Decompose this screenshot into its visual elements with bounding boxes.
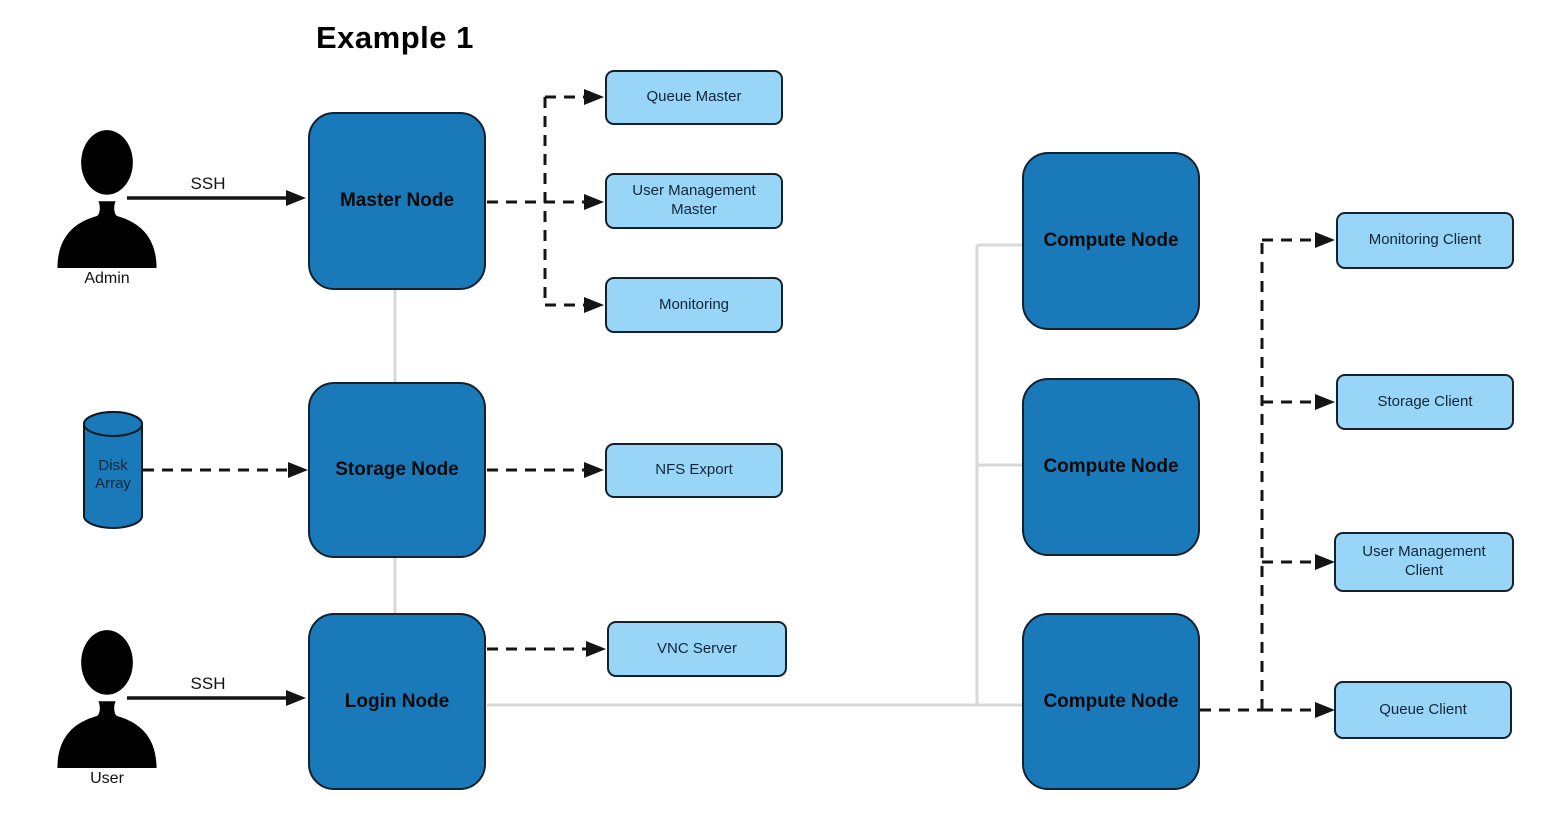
disk-array-label: Disk Array [95, 457, 131, 492]
monitoring-label: Monitoring [658, 295, 730, 313]
storage-client-label: Storage Client [1377, 392, 1473, 410]
user-ssh-label: SSH [190, 674, 226, 693]
queue-master-label: Queue Master [646, 88, 742, 106]
vnc-server-label: VNC Server [656, 639, 738, 657]
compute-node-2-label: Compute Node [1043, 456, 1179, 477]
storage-client-box: Storage Client [1336, 374, 1514, 430]
disk-array-cylinder-icon [83, 410, 143, 530]
storage-node-label: Storage Node [335, 459, 459, 480]
dashed-connectors [143, 89, 1335, 718]
login-node: Login Node [308, 613, 486, 790]
diagram-title: Example 1 [316, 20, 474, 55]
queue-client-box: Queue Client [1334, 681, 1512, 739]
user-management-master-box: User Management Master [605, 173, 783, 229]
user-management-client-box: User Management Client [1334, 532, 1514, 592]
user-management-client-label: User Management Client [1362, 543, 1486, 579]
queue-master-box: Queue Master [605, 70, 783, 125]
login-node-label: Login Node [344, 690, 450, 712]
user-person-icon [57, 630, 157, 768]
queue-client-label: Queue Client [1379, 700, 1467, 718]
user-actor: User [52, 628, 162, 788]
nfs-export-label: NFS Export [655, 461, 733, 479]
admin-actor: Admin [52, 128, 162, 288]
compute-node-1-label: Compute Node [1043, 230, 1179, 251]
master-node: Master Node [308, 112, 486, 290]
compute-node-3-label: Compute Node [1043, 690, 1179, 712]
monitoring-client-label: Monitoring Client [1368, 231, 1482, 249]
vnc-server-box: VNC Server [607, 621, 787, 677]
admin-person-icon [57, 130, 157, 268]
user-label: User [90, 770, 124, 787]
compute-node-1: Compute Node [1022, 152, 1200, 330]
monitoring-client-box: Monitoring Client [1336, 212, 1514, 269]
ssh-arrows [127, 190, 306, 706]
admin-ssh-label: SSH [190, 174, 226, 193]
compute-node-3: Compute Node [1022, 613, 1200, 790]
master-node-label: Master Node [339, 190, 455, 211]
monitoring-box: Monitoring [605, 277, 783, 333]
storage-node: Storage Node [308, 382, 486, 558]
gray-connectors [393, 243, 1022, 707]
admin-label: Admin [84, 270, 130, 287]
compute-node-2: Compute Node [1022, 378, 1200, 556]
disk-array: Disk Array [82, 410, 144, 530]
user-management-master-label: User Management Master [632, 182, 756, 218]
nfs-export-box: NFS Export [605, 443, 783, 498]
